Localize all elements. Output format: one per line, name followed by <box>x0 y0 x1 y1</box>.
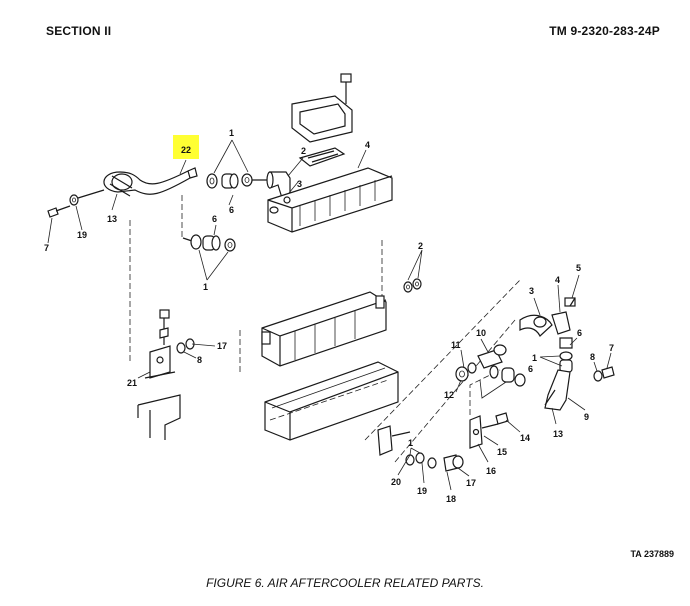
callout-20: 20 <box>391 477 401 487</box>
callout-14: 14 <box>520 433 530 443</box>
callout-1: 1 <box>229 128 234 138</box>
callout-19-bottom: 19 <box>417 486 427 496</box>
callout-1-bottom: 1 <box>408 438 413 448</box>
callout-7: 7 <box>44 243 49 253</box>
callout-12: 12 <box>444 390 454 400</box>
callout-16: 16 <box>486 466 496 476</box>
guide-lines <box>129 195 521 463</box>
callout-7-right: 7 <box>609 343 614 353</box>
callout-4: 4 <box>365 140 370 150</box>
callout-13-right: 13 <box>553 429 563 439</box>
callout-10: 10 <box>476 328 486 338</box>
callout-8-left: 8 <box>197 355 202 365</box>
callout-9: 9 <box>584 412 589 422</box>
callout-6: 6 <box>229 205 234 215</box>
figure-code: TA 237889 <box>630 549 674 559</box>
callout-3-right: 3 <box>529 286 534 296</box>
callout-17-bottom: 17 <box>466 478 476 488</box>
callout-1-right: 1 <box>532 353 537 363</box>
tm-number: TM 9-2320-283-24P <box>549 24 660 38</box>
highlight-box <box>173 135 199 159</box>
callout-21: 21 <box>127 378 137 388</box>
callout-6-right: 6 <box>577 328 582 338</box>
callout-2-mid: 2 <box>418 241 423 251</box>
section-label: SECTION II <box>46 24 112 38</box>
callout-19: 19 <box>77 230 87 240</box>
callout-2: 2 <box>301 146 306 156</box>
figure-caption: FIGURE 6. AIR AFTERCOOLER RELATED PARTS. <box>206 576 484 590</box>
grommet-row-lower <box>182 234 236 252</box>
callout-17-left: 17 <box>217 341 227 351</box>
callout-numbers: 22 1 2 3 4 6 13 19 7 6 1 2 17 8 21 3 4 5… <box>44 128 614 504</box>
callout-4-right: 4 <box>555 275 560 285</box>
lower-housing <box>264 361 399 441</box>
callout-6-lower: 6 <box>212 214 217 224</box>
callout-22: 22 <box>181 145 191 155</box>
right-fittings <box>377 297 615 472</box>
callout-8-right: 8 <box>590 352 595 362</box>
grommet-row-top <box>206 173 270 189</box>
hose-assembly <box>47 167 198 218</box>
callout-18: 18 <box>446 494 456 504</box>
aftercooler-core <box>261 291 387 367</box>
callout-13: 13 <box>107 214 117 224</box>
callout-1-lower: 1 <box>203 282 208 292</box>
callout-5: 5 <box>576 263 581 273</box>
callout-6-cluster: 6 <box>528 364 533 374</box>
cover-assembly <box>267 73 393 233</box>
callout-15: 15 <box>497 447 507 457</box>
callout-3: 3 <box>297 179 302 189</box>
callout-11: 11 <box>451 340 461 350</box>
washer-pair-mid <box>403 278 422 293</box>
bracket-left <box>137 309 195 440</box>
leader-lines <box>47 139 612 491</box>
